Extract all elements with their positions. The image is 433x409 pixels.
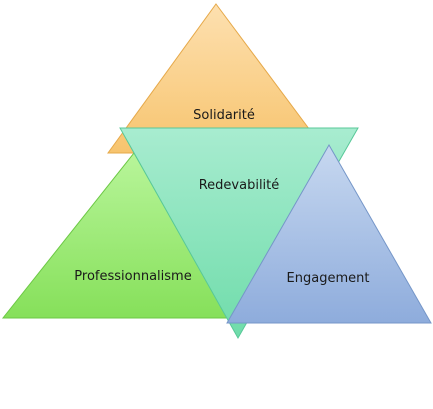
engagement-triangle [226, 143, 432, 324]
professionnalisme-label: Professionnalisme [74, 269, 191, 284]
redevabilite-label: Redevabilité [199, 178, 280, 193]
engagement-label: Engagement [287, 271, 370, 286]
solidarite-label: Solidarité [193, 108, 255, 123]
